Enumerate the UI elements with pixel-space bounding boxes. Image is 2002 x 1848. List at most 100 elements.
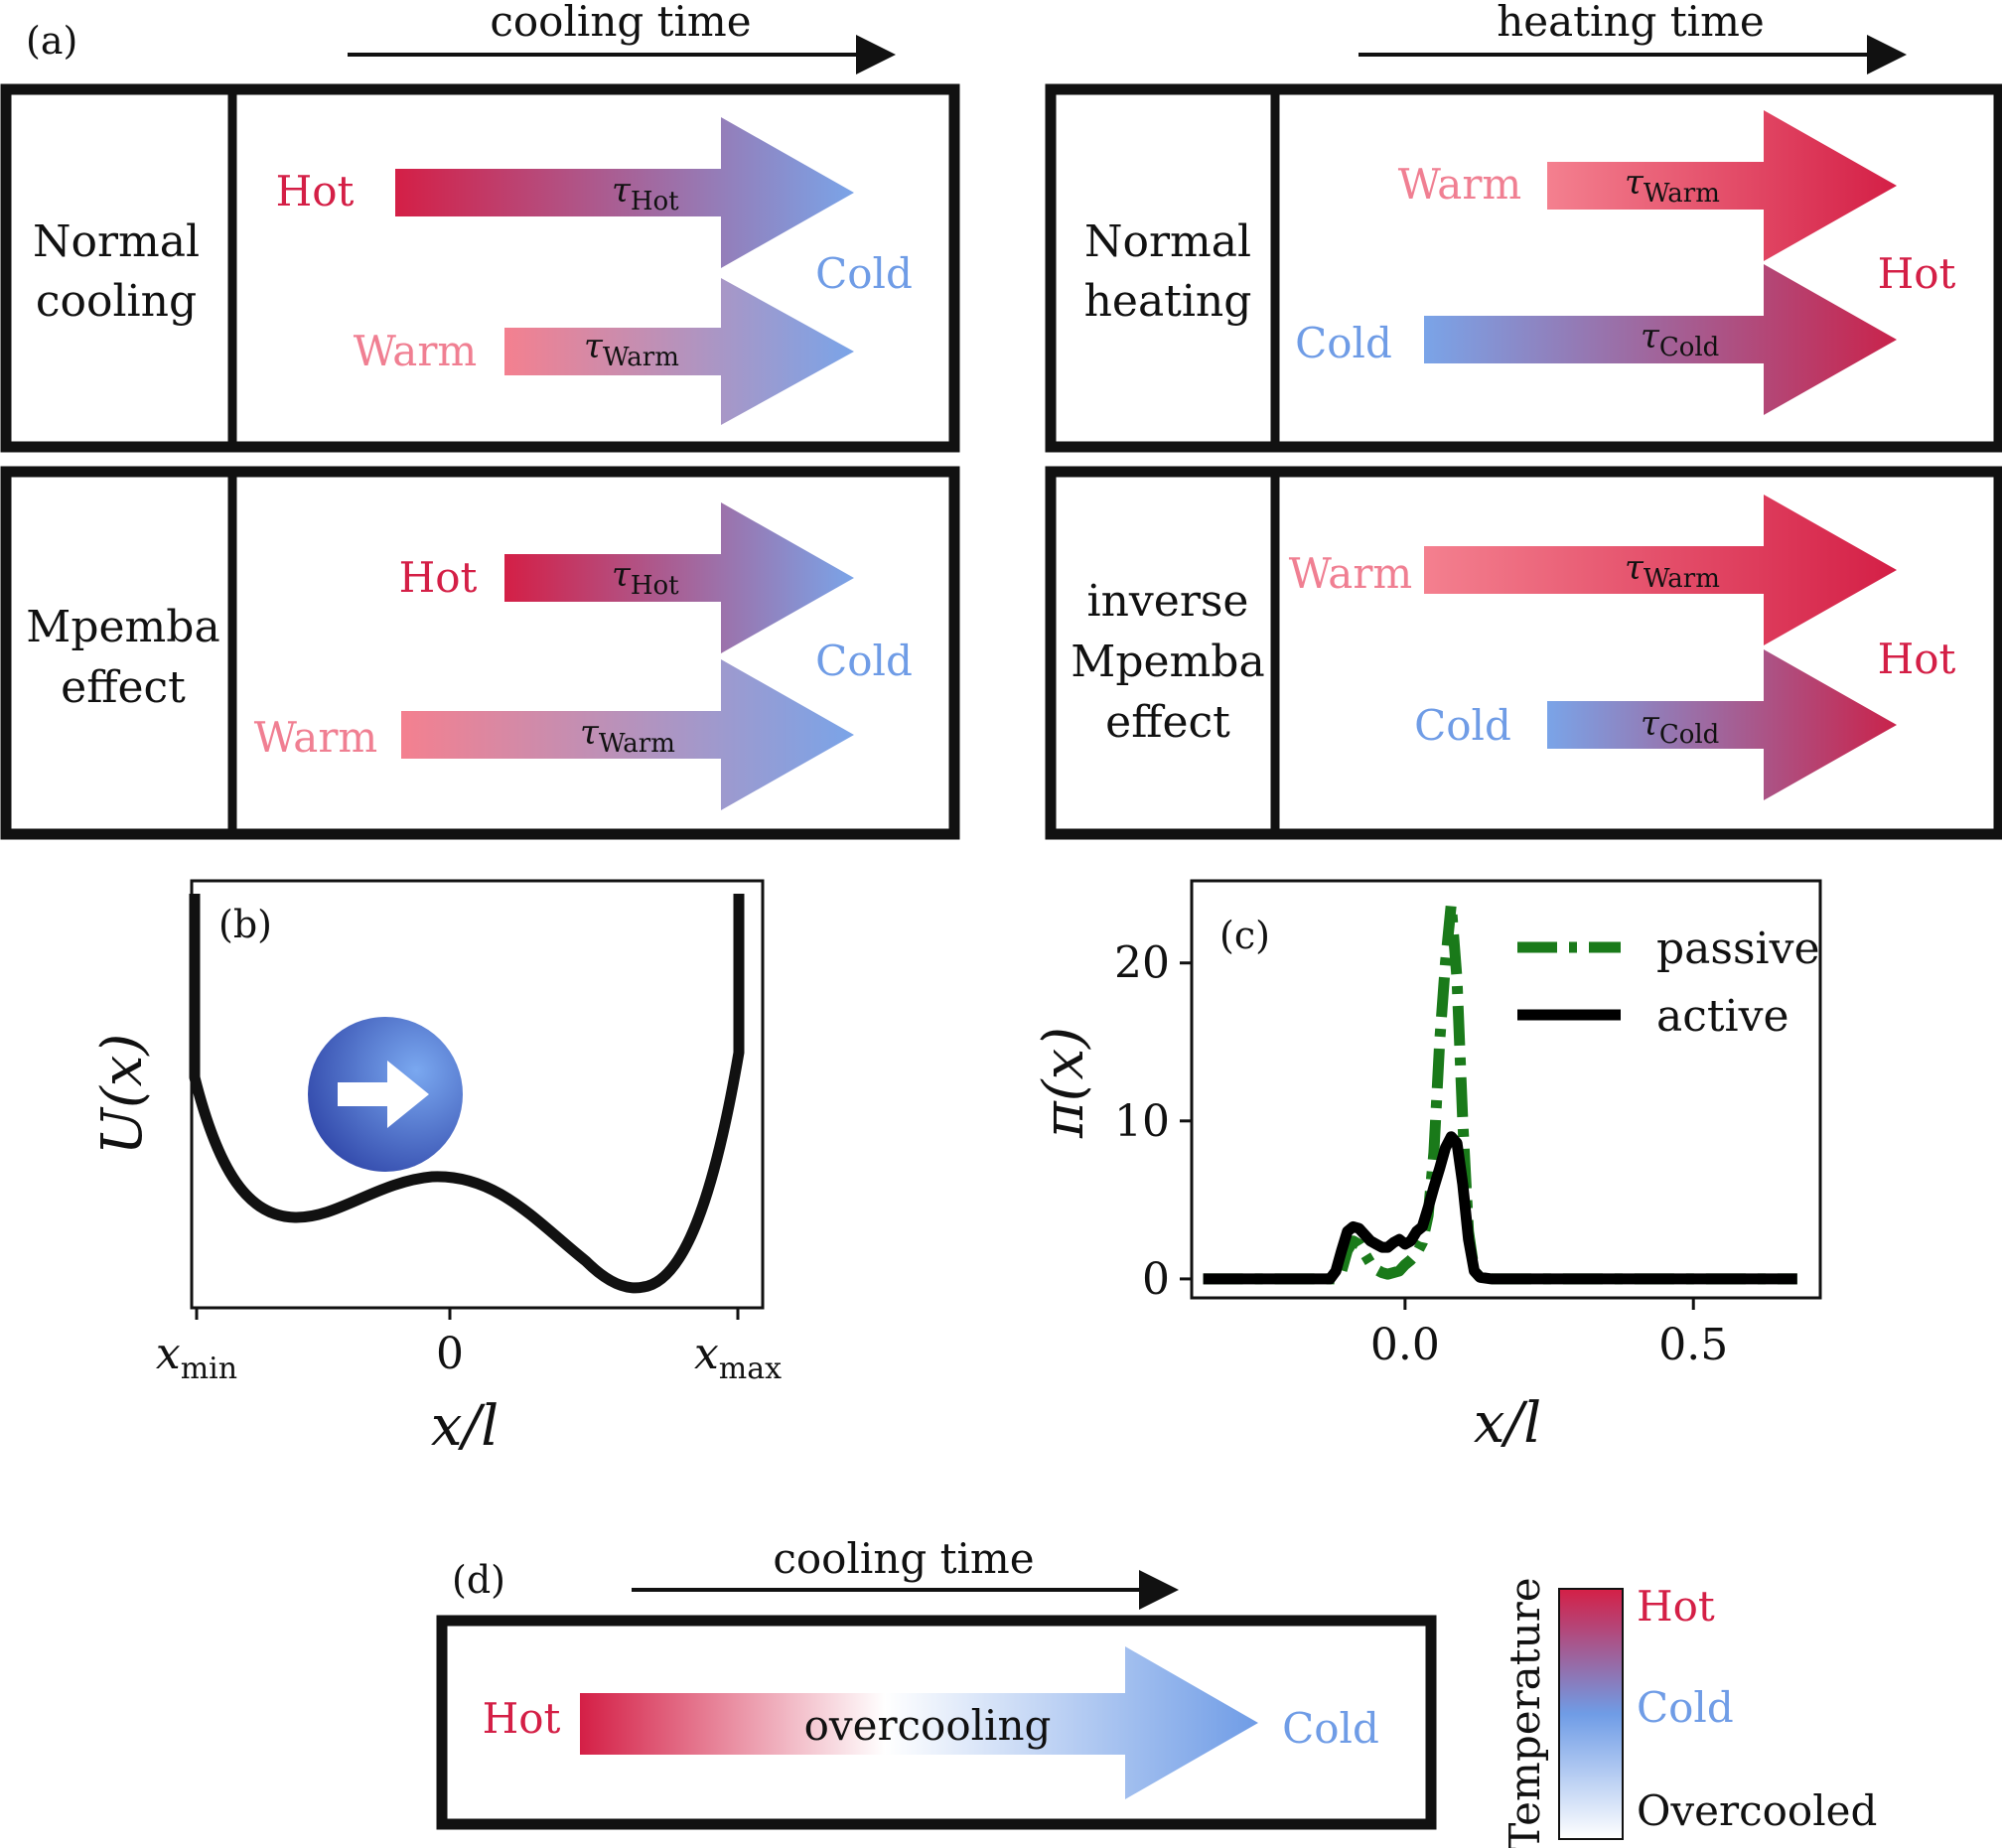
xtick-xmin-sub: min	[181, 1351, 237, 1386]
mpemba-line2: effect	[61, 662, 186, 713]
warm-heating-arrow	[1547, 110, 1897, 261]
panel-b-xticks: xmin 0 xmax	[156, 1308, 782, 1386]
heating-tau-warm-sub: Warm	[1644, 179, 1720, 209]
ytick-label: 10	[1114, 1096, 1170, 1147]
legend-active-label: active	[1656, 991, 1789, 1042]
heating-cold-label: Cold	[1295, 319, 1392, 367]
mpemba-line1: Mpemba	[26, 602, 219, 652]
heating-hot-label: Hot	[1878, 249, 1956, 298]
xtick-xmin-main: x	[156, 1329, 181, 1379]
heating-tau-cold: τ	[1641, 317, 1660, 356]
warm-inverse-arrow	[1424, 495, 1897, 645]
inverse-hot-label: Hot	[1878, 635, 1956, 683]
ytick-label: 20	[1114, 938, 1170, 989]
xtick-label: 0.0	[1370, 1320, 1440, 1370]
panel-b-frame	[190, 879, 765, 1310]
heating-time-label: heating time	[1497, 0, 1765, 46]
overcooling-arrow	[580, 1646, 1258, 1799]
chart-frame	[1190, 879, 1822, 1300]
svg-text:τCold: τCold	[1641, 704, 1719, 750]
mpemba-box: Mpemba effect Hot τHot Warm τWarm Cold	[0, 466, 960, 840]
hot-mpemba-arrow	[504, 502, 854, 653]
mpemba-tau-warm-sub: Warm	[599, 729, 675, 759]
panel-a-label: (a)	[26, 19, 77, 63]
tau-warm-sub: Warm	[603, 343, 679, 372]
normal-heating-box: Normal heating Warm τWarm Cold τCold Hot	[1045, 83, 2002, 453]
mpemba-tau-hot: τ	[612, 555, 632, 595]
panel-b-label: (b)	[218, 903, 272, 946]
overcooling-box	[436, 1615, 1437, 1830]
mpemba-cold-label: Cold	[815, 637, 913, 685]
chart-xlabel: x/l	[1474, 1391, 1541, 1456]
colorbar-overcooled-label: Overcooled	[1637, 1786, 1877, 1835]
inverse-cold-label: Cold	[1414, 701, 1511, 750]
panel-d: (d) cooling time Hot overcooling Cold Te…	[436, 1534, 1877, 1848]
inverse-tau-warm: τ	[1625, 548, 1644, 588]
mpemba-tau-warm: τ	[580, 713, 600, 753]
mpemba-hot-label: Hot	[399, 553, 478, 602]
colorbar-hot-label: Hot	[1637, 1582, 1715, 1631]
heating-tau-warm: τ	[1625, 163, 1644, 203]
svg-text:τHot: τHot	[612, 171, 679, 216]
cold-inverse-arrow	[1547, 649, 1897, 800]
panel-b: (b) xmin 0 xmax x/l U(x)	[90, 879, 782, 1459]
tau-hot-sub: Hot	[631, 187, 679, 216]
inverse-tau-warm-sub: Warm	[1644, 564, 1720, 594]
normal-heating-line2: heating	[1084, 276, 1252, 327]
chart-legend: passive active	[1517, 924, 1820, 1042]
normal-cooling-box: Normal cooling Hot τHot Warm τWarm Cold	[0, 83, 960, 453]
series-line-active	[1203, 1131, 1797, 1285]
inverse-tau-cold: τ	[1641, 704, 1660, 744]
inverse-mpemba-line2: Mpemba	[1071, 637, 1264, 687]
cold-label: Cold	[815, 249, 913, 298]
normal-cooling-line1: Normal	[33, 216, 200, 267]
legend-passive-label: passive	[1656, 924, 1820, 974]
svg-text:xmin: xmin	[156, 1329, 237, 1386]
warm-cooling-arrow	[504, 278, 854, 425]
inverse-tau-cold-sub: Cold	[1659, 720, 1720, 750]
hot-label: Hot	[276, 167, 355, 215]
mpemba-warm-label: Warm	[254, 713, 377, 762]
potential-curve	[189, 894, 745, 1294]
mpemba-tau-hot-sub: Hot	[631, 571, 679, 601]
normal-heating-line1: Normal	[1084, 216, 1251, 267]
warm-mpemba-arrow	[401, 659, 854, 810]
xtick-xmax-main: x	[694, 1329, 719, 1379]
xtick-zero: 0	[436, 1329, 464, 1379]
inverse-mpemba-line1: inverse	[1087, 576, 1249, 627]
right-arrow-icon	[338, 1061, 429, 1128]
warm-label: Warm	[354, 327, 477, 375]
panel-b-ylabel: U(x)	[90, 1034, 155, 1155]
panel-d-cold-label: Cold	[1282, 1704, 1379, 1753]
overcooling-label: overcooling	[804, 1701, 1052, 1750]
normal-cooling-line2: cooling	[36, 276, 197, 327]
chart-xticks: 0.0 0.5	[1370, 1298, 1728, 1370]
chart-series	[1203, 899, 1797, 1285]
series-line-passive	[1203, 899, 1797, 1285]
cooling-time-label: cooling time	[490, 0, 751, 46]
chart-ylabel: π(x)	[1032, 1027, 1096, 1139]
cold-heating-arrow	[1424, 264, 1897, 415]
ytick-label: 0	[1142, 1254, 1170, 1305]
xtick-label: 0.5	[1658, 1320, 1728, 1370]
panel-d-cooling-time-label: cooling time	[773, 1534, 1034, 1583]
inverse-mpemba-box: inverse Mpemba effect Warm τWarm Cold τC…	[1045, 466, 2002, 840]
tau-hot: τ	[612, 171, 632, 211]
panel-d-label: (d)	[452, 1558, 505, 1602]
heating-warm-label: Warm	[1398, 160, 1521, 209]
panel-b-xlabel: x/l	[431, 1394, 499, 1459]
hot-cooling-arrow	[395, 117, 854, 268]
chart-yticks: 0 10 20	[1114, 938, 1192, 1305]
inverse-mpemba-line3: effect	[1105, 697, 1230, 748]
svg-text:τHot: τHot	[612, 555, 679, 601]
svg-text:xmax: xmax	[694, 1329, 782, 1386]
xtick-xmax-sub: max	[719, 1351, 782, 1386]
svg-text:τWarm: τWarm	[580, 713, 675, 759]
svg-text:τCold: τCold	[1641, 317, 1719, 362]
colorbar-title: Temperature	[1501, 1577, 1549, 1848]
svg-text:τWarm: τWarm	[584, 327, 679, 372]
colorbar-cold-label: Cold	[1637, 1683, 1734, 1732]
svg-text:τWarm: τWarm	[1625, 163, 1720, 209]
